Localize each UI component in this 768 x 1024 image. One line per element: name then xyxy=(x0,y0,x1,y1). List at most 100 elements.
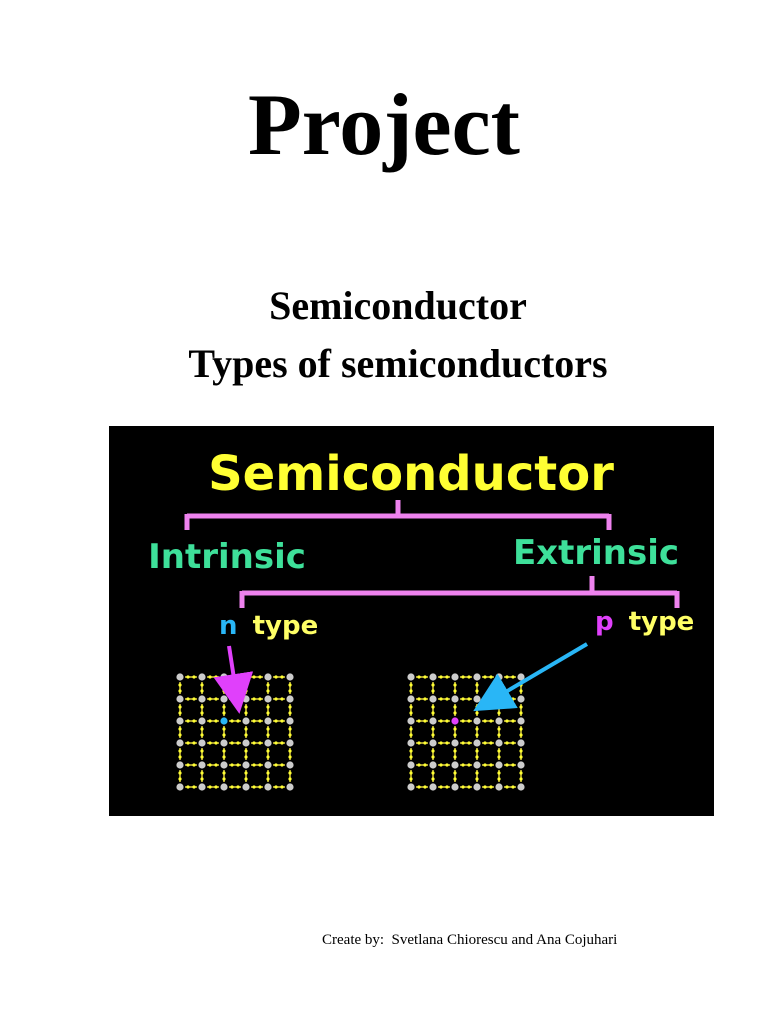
electron xyxy=(236,763,240,767)
electron xyxy=(483,719,487,723)
silicon-atom xyxy=(198,739,206,747)
electron xyxy=(258,785,262,789)
electron xyxy=(288,733,292,737)
electron xyxy=(230,719,234,723)
p-type-arrow xyxy=(473,642,589,712)
electron xyxy=(453,683,457,687)
silicon-atom xyxy=(242,673,250,681)
electron xyxy=(200,705,204,709)
silicon-atom xyxy=(286,739,294,747)
electron xyxy=(453,749,457,753)
silicon-atom xyxy=(220,761,228,769)
silicon-atom xyxy=(407,717,415,725)
electron xyxy=(186,741,190,745)
electron xyxy=(288,777,292,781)
electron xyxy=(445,741,449,745)
electron xyxy=(483,675,487,679)
electron xyxy=(417,741,421,745)
electron xyxy=(519,727,523,731)
electron xyxy=(200,733,204,737)
electron xyxy=(214,675,218,679)
electron xyxy=(453,771,457,775)
silicon-atom xyxy=(517,673,525,681)
silicon-atom xyxy=(517,717,525,725)
electron xyxy=(519,733,523,737)
electron xyxy=(439,763,443,767)
electron xyxy=(505,697,509,701)
n-dopant-atom xyxy=(220,717,228,725)
electron xyxy=(511,741,515,745)
electron xyxy=(236,719,240,723)
silicon-atom xyxy=(220,673,228,681)
electron xyxy=(236,675,240,679)
electron xyxy=(417,719,421,723)
electron xyxy=(192,785,196,789)
silicon-atom xyxy=(407,783,415,791)
document-subtitle-line1: Semiconductor xyxy=(269,283,527,328)
electron xyxy=(178,777,182,781)
document-title: Project xyxy=(248,77,520,174)
silicon-atom xyxy=(264,695,272,703)
electron xyxy=(497,727,501,731)
silicon-atom xyxy=(517,783,525,791)
document-subtitle-line2: Types of semiconductors xyxy=(188,341,608,386)
electron xyxy=(431,689,435,693)
silicon-atom xyxy=(220,739,228,747)
electron xyxy=(258,719,262,723)
electron xyxy=(423,719,427,723)
electron xyxy=(230,697,234,701)
electron xyxy=(489,741,493,745)
electron xyxy=(461,763,465,767)
diagram-extrinsic-label: Extrinsic xyxy=(513,533,679,573)
electron xyxy=(192,719,196,723)
electron xyxy=(423,785,427,789)
electron xyxy=(461,741,465,745)
electron xyxy=(214,741,218,745)
electron xyxy=(222,749,226,753)
electron xyxy=(280,741,284,745)
electron xyxy=(453,711,457,715)
electron xyxy=(511,719,515,723)
electron xyxy=(244,749,248,753)
electron xyxy=(489,763,493,767)
silicon-atom xyxy=(176,673,184,681)
silicon-atom xyxy=(220,695,228,703)
n-type-word: type xyxy=(253,611,319,641)
electron xyxy=(288,705,292,709)
electron xyxy=(274,763,278,767)
electron xyxy=(274,785,278,789)
electron xyxy=(236,785,240,789)
electron xyxy=(461,719,465,723)
electron xyxy=(266,777,270,781)
silicon-atom xyxy=(242,761,250,769)
electron xyxy=(423,675,427,679)
electron xyxy=(252,741,256,745)
silicon-atom xyxy=(429,761,437,769)
electron xyxy=(208,697,212,701)
electron xyxy=(208,785,212,789)
silicon-atom xyxy=(495,783,503,791)
electron xyxy=(280,785,284,789)
silicon-atom xyxy=(429,695,437,703)
extrinsic-bracket xyxy=(239,576,680,608)
electron xyxy=(280,719,284,723)
electron xyxy=(214,697,218,701)
electron xyxy=(475,749,479,753)
electron xyxy=(178,683,182,687)
electron xyxy=(230,785,234,789)
n-type-arrow xyxy=(213,645,254,714)
silicon-atom xyxy=(451,673,459,681)
electron xyxy=(475,711,479,715)
electron xyxy=(417,675,421,679)
electron xyxy=(483,785,487,789)
silicon-atom xyxy=(451,761,459,769)
electron xyxy=(178,755,182,759)
electron xyxy=(467,763,471,767)
electron xyxy=(409,733,413,737)
electron xyxy=(178,689,182,693)
silicon-atom xyxy=(451,783,459,791)
electron xyxy=(505,719,509,723)
silicon-atom xyxy=(407,695,415,703)
electron xyxy=(186,785,190,789)
electron xyxy=(409,755,413,759)
